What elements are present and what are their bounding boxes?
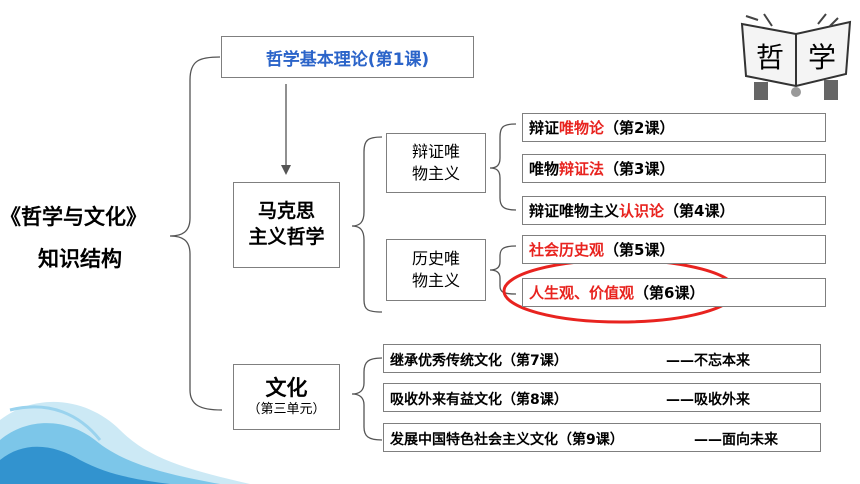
historical-box: 历史唯 物主义 (386, 239, 486, 301)
lesson-4-pre: 辩证唯物主义 (529, 202, 620, 220)
lesson-8-tag: ——吸收外来 (666, 392, 750, 408)
root-title: 《哲学与文化》 (0, 205, 147, 229)
historical-line1: 历史唯 (411, 248, 460, 268)
lesson-9-tag: ——面向未来 (694, 432, 778, 448)
top-box-theory: 哲学基本理论(第1课) (221, 36, 474, 78)
lesson-6-post: （第6课） (634, 284, 705, 302)
lesson-4-key: 认识论 (619, 202, 665, 220)
logo-char-2: 学 (808, 41, 837, 74)
logo-char-1: 哲 (756, 41, 785, 74)
top-box-label: 哲学基本理论(第1课) (265, 49, 430, 70)
marxism-line1: 马克思 (257, 200, 315, 223)
lesson-2-box: 辩证唯物论（第2课） (522, 113, 826, 142)
lesson-6-box: 人生观、价值观（第6课） (522, 278, 826, 307)
lesson-8-box: 吸收外来有益文化（第8课） ——吸收外来 (383, 383, 821, 412)
root-subtitle: 知识结构 (38, 247, 122, 271)
lesson-2-key: 唯物论 (559, 119, 605, 137)
decorative-wave (0, 401, 250, 484)
historical-line2: 物主义 (411, 271, 460, 290)
philosophy-book-logo: 哲 学 (738, 4, 856, 104)
lesson-5-post: （第5课） (604, 241, 675, 259)
lesson-3-pre: 唯物 (529, 160, 560, 178)
lesson-3-box: 唯物辩证法（第3课） (522, 154, 826, 183)
lesson-8-text: 吸收外来有益文化（第8课） (390, 392, 568, 408)
lesson-2-post: （第2课） (604, 119, 675, 137)
book-icon (740, 13, 852, 100)
lesson-6-key: 人生观、价值观 (529, 284, 635, 302)
lesson-2-pre: 辩证 (529, 119, 560, 137)
dialectical-box: 辩证唯 物主义 (386, 133, 486, 193)
lesson-3-key: 辩证法 (559, 160, 605, 178)
lesson-7-box: 继承优秀传统文化（第7课） ——不忘本来 (383, 344, 821, 373)
dialectical-line2: 物主义 (411, 164, 460, 183)
lesson-4-box: 辩证唯物主义认识论（第4课） (522, 196, 826, 225)
marxism-box: 马克思 主义哲学 (233, 182, 340, 268)
culture-box: 文化 （第三单元） (233, 364, 340, 430)
culture-sub: （第三单元） (247, 402, 326, 418)
lesson-3-post: （第3课） (604, 160, 675, 178)
lesson-9-text: 发展中国特色社会主义文化（第9课） (390, 432, 624, 448)
culture-title: 文化 (265, 375, 308, 400)
lesson-9-box: 发展中国特色社会主义文化（第9课） ——面向未来 (383, 423, 821, 452)
dialectical-line1: 辩证唯 (411, 141, 460, 161)
lesson-7-tag: ——不忘本来 (666, 353, 750, 369)
lesson-7-text: 继承优秀传统文化（第7课） (390, 353, 568, 369)
lesson-5-box: 社会历史观（第5课） (522, 235, 826, 264)
lesson-5-key: 社会历史观 (529, 241, 605, 259)
lesson-4-post: （第4课） (664, 202, 735, 220)
marxism-line2: 主义哲学 (248, 226, 325, 248)
